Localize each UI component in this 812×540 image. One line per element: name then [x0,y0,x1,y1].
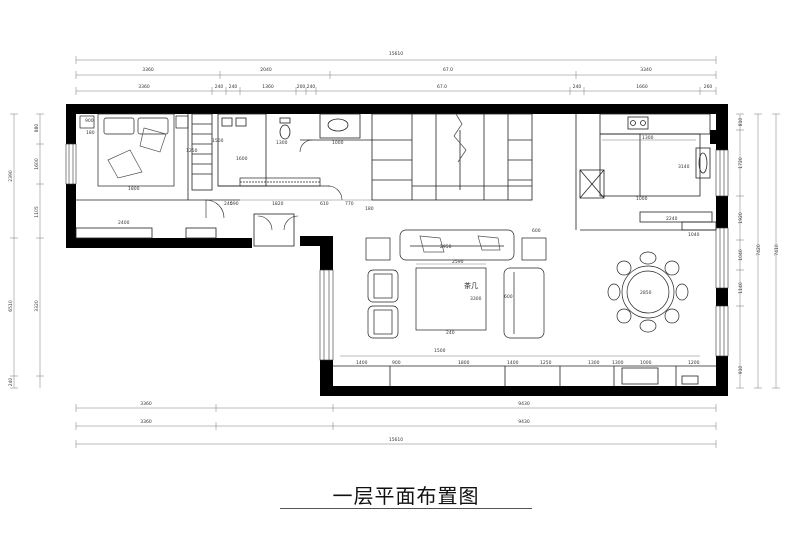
dim-right-outer-2: 7410 [774,244,780,256]
dim-int-26: 1200 [688,360,700,366]
dim-int-3: 1250 [186,148,198,154]
interior-walls [75,113,717,386]
dim-top-row2-4: 1360 [262,84,274,90]
dim-right-inner-6: 910 [738,366,744,375]
tea-table-label: 茶几 [464,281,478,290]
dim-top-row1-3: 67.0 [443,67,453,73]
bed [97,113,175,187]
dimension-texts: 15610 3360 2040 67.0 3340 3360 240 240 1… [8,51,780,443]
sofa-main [399,229,515,261]
dim-left-inner-2: 1600 [34,158,40,170]
dim-int-29: 1500 [434,348,446,354]
dim-int-1: 900 [85,118,94,124]
dim-int-17: 1400 [356,360,368,366]
dim-int-4: 1800 [128,186,140,192]
dim-int-28: 240 [446,330,455,336]
dim-left-outer-2: 6510 [8,300,14,312]
dim-int-30: 2950 [440,244,452,250]
armchair-1 [367,269,399,303]
dim-int-15: 240 [224,201,233,207]
dim-int-5: 2400 [118,220,130,226]
dim-int-16: 590 [230,201,239,207]
dim-top-row2-10: 260 [704,84,713,90]
dim-int-12: 610 [320,201,329,207]
dim-right-inner-4: 1040 [738,249,744,261]
dim-int-35: 1000 [636,196,648,202]
dim-right-outer-1: 7420 [756,244,762,256]
dim-int-19: 900 [392,360,401,366]
dim-right-inner-2: 1720 [738,157,744,169]
dim-right-inner-3: 1920 [738,212,744,224]
dim-int-36: 2240 [666,216,678,222]
title-underline [280,508,532,509]
dim-top-row2-3: 240 [229,84,238,90]
dim-int-25: 1000 [640,360,652,366]
dim-top-row2-7: 67.0 [437,84,447,90]
dim-int-24: 1300 [588,360,600,366]
dim-int-21: 3300 [470,296,482,302]
dim-top-row2-5: 200 [297,84,306,90]
windows [65,143,729,361]
tea-table-rect [415,267,487,331]
dim-right-inner-5: 1140 [738,282,744,294]
dim-int-7: 1600 [236,156,248,162]
dim-bottom-row2-1: 3360 [140,419,152,425]
dim-left-inner-1: 880 [34,124,40,133]
dim-top-total: 15610 [389,51,403,57]
dim-top-row2-1: 3360 [138,84,150,90]
dim-int-9: 1300 [276,140,288,146]
dim-int-6: 1500 [212,138,224,144]
dim-int-2: 180 [86,130,95,136]
dim-right-inner-1: 810 [738,118,744,127]
dim-top-row1-1: 3360 [142,67,154,73]
dim-bottom-total: 15610 [389,437,403,443]
dim-int-31: 600 [504,294,513,300]
dim-int-11: 1820 [272,201,284,207]
dim-top-row2-9: 1660 [636,84,648,90]
dim-int-18: 2590 [452,259,464,265]
dim-int-32: 2850 [640,290,652,296]
dim-top-row1-2: 2040 [260,67,272,73]
armchair-2 [367,305,399,339]
dim-top-row2-6: 240 [307,84,316,90]
dim-int-34: 3140 [678,164,690,170]
dim-int-10: 600 [532,228,541,234]
dim-int-20: 1800 [458,360,470,366]
dim-top-row1-4: 3340 [640,67,652,73]
sofa-side [503,267,545,339]
dim-int-23: 1250 [540,360,552,366]
page-title: 一层平面布置图 [332,484,480,508]
dim-int-8: 1000 [332,140,344,146]
dim-int-22: 1400 [507,360,519,366]
dim-int-33: 1300 [642,135,654,141]
dim-int-14: 180 [365,206,374,212]
dim-bottom-row2-2: 9430 [518,419,530,425]
dim-left-inner-3: 1105 [34,206,40,218]
dim-left-outer-1: 2390 [8,170,14,182]
dim-bottom-row1-1: 3360 [140,401,152,407]
dim-int-27: 1300 [612,360,624,366]
dim-top-row2-8: 240 [573,84,582,90]
dim-left-outer-3: 240 [8,378,14,387]
dim-left-inner-4: 3320 [34,300,40,312]
dimension-lines [10,56,780,448]
dim-bottom-row1-2: 9430 [518,401,530,407]
walls [66,104,728,396]
doors [205,139,343,231]
dim-int-37: 1040 [688,232,700,238]
dining-table [621,265,675,319]
dim-top-row2-2: 240 [215,84,224,90]
furniture [79,113,689,339]
dim-int-13: 770 [345,201,354,207]
